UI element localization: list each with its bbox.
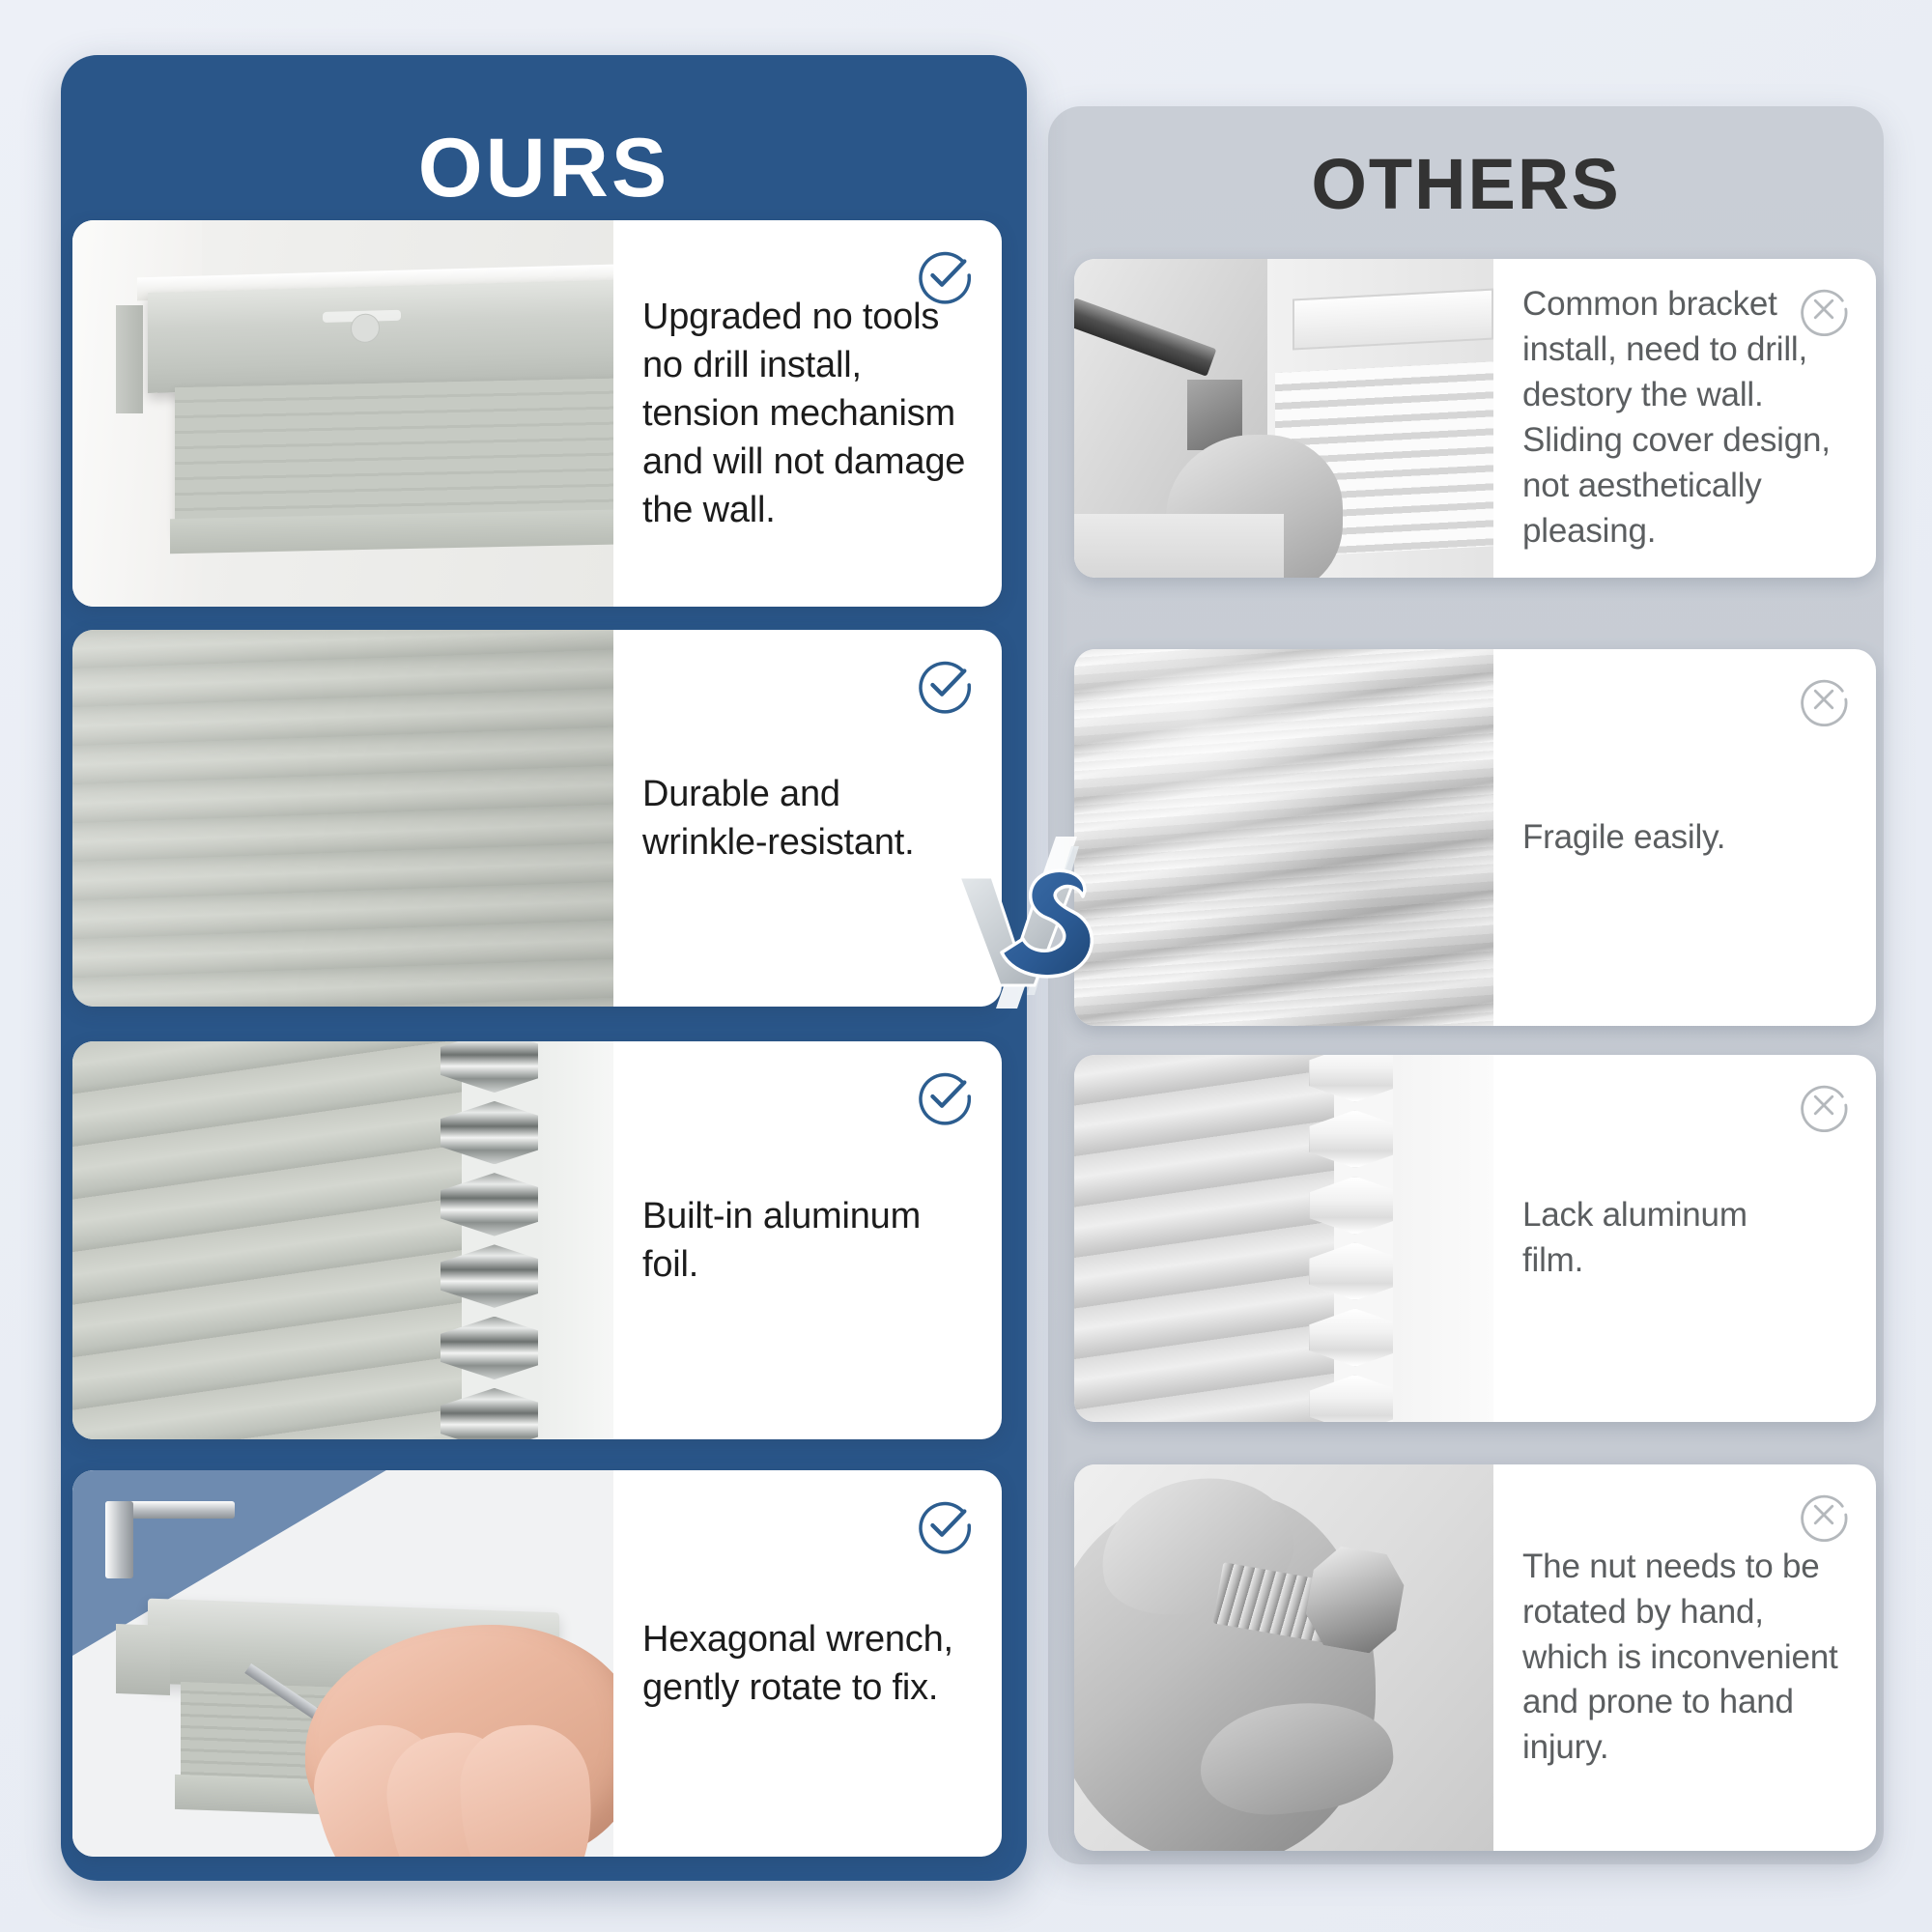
x-circle-icon — [1801, 1494, 1848, 1542]
ours-row-4-photo — [72, 1470, 613, 1857]
ours-row-2-text: Durable and wrinkle-resistant. — [642, 773, 915, 863]
check-circle-icon — [919, 1501, 972, 1554]
ours-row-4-card: Hexagonal wrench, gently rotate to fix. — [72, 1470, 1002, 1857]
others-row-2-body: Fragile easily. — [1493, 649, 1876, 1026]
others-row-1-card: Common bracket install, need to drill, d… — [1074, 259, 1876, 578]
others-row-4-body: The nut needs to be rotated by hand, whi… — [1493, 1464, 1876, 1851]
ours-row-3-text: Built-in aluminum foil. — [642, 1195, 922, 1285]
ours-row-3-body: Built-in aluminum foil. — [613, 1041, 1002, 1439]
ours-row-4-body: Hexagonal wrench, gently rotate to fix. — [613, 1470, 1002, 1857]
ours-row-1-body: Upgraded no tools no drill install, tens… — [613, 220, 1002, 607]
check-circle-icon — [919, 1072, 972, 1125]
others-row-1-body: Common bracket install, need to drill, d… — [1493, 259, 1876, 578]
ours-row-2-body: Durable and wrinkle-resistant. — [613, 630, 1002, 1007]
check-circle-icon — [919, 661, 972, 714]
others-row-1-photo — [1074, 259, 1493, 578]
ours-row-4-text: Hexagonal wrench, gently rotate to fix. — [642, 1618, 953, 1708]
others-row-2-photo — [1074, 649, 1493, 1026]
ours-row-1-photo — [72, 220, 613, 607]
others-row-2-text: Fragile easily. — [1522, 817, 1726, 856]
ours-row-3-card: Built-in aluminum foil. — [72, 1041, 1002, 1439]
others-row-3-text: Lack aluminum film. — [1522, 1196, 1747, 1279]
others-row-4-text: The nut needs to be rotated by hand, whi… — [1522, 1547, 1838, 1767]
x-circle-icon — [1801, 289, 1848, 336]
others-panel-title: OTHERS — [1311, 144, 1621, 224]
ours-row-2-card: Durable and wrinkle-resistant. — [72, 630, 1002, 1007]
others-row-4-card: The nut needs to be rotated by hand, whi… — [1074, 1464, 1876, 1851]
ours-panel-title: OURS — [417, 122, 670, 214]
x-circle-icon — [1801, 679, 1848, 726]
ours-row-3-photo — [72, 1041, 613, 1439]
others-row-2-card: Fragile easily. — [1074, 649, 1876, 1026]
ours-row-1-text: Upgraded no tools no drill install, tens… — [642, 296, 966, 531]
others-row-3-card: Lack aluminum film. — [1074, 1055, 1876, 1422]
check-circle-icon — [919, 251, 972, 304]
others-row-3-body: Lack aluminum film. — [1493, 1055, 1876, 1422]
others-row-1-text: Common bracket install, need to drill, d… — [1522, 285, 1831, 550]
ours-row-1-card: Upgraded no tools no drill install, tens… — [72, 220, 1002, 607]
x-circle-icon — [1801, 1085, 1848, 1132]
others-row-4-photo — [1074, 1464, 1493, 1851]
ours-row-2-photo — [72, 630, 613, 1007]
others-row-3-photo — [1074, 1055, 1493, 1422]
